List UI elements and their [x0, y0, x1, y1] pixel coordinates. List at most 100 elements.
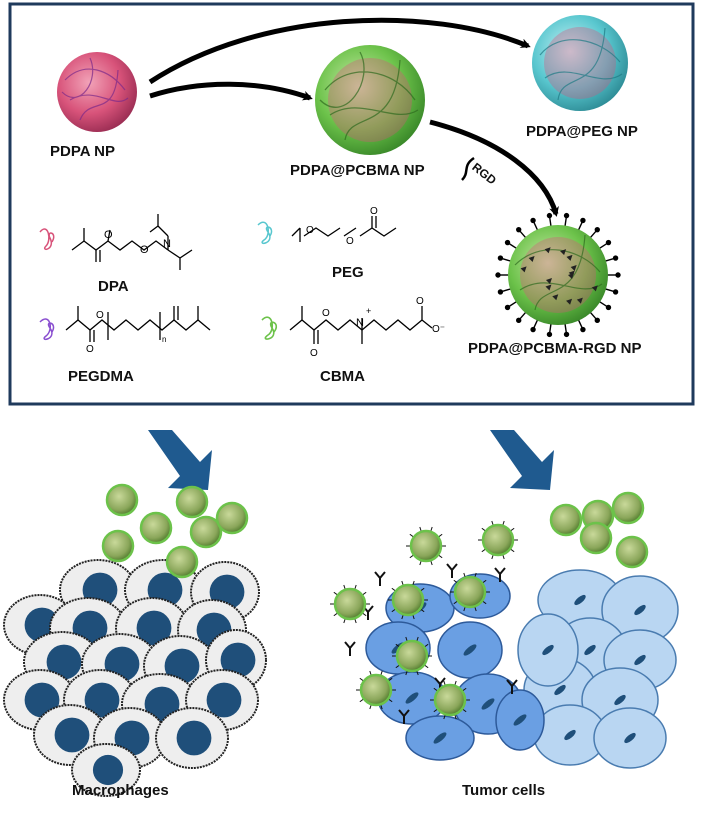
tumor-nucleus — [405, 692, 419, 704]
pdpa-nanoparticle — [57, 52, 137, 132]
nanoparticle-rgd-small — [391, 583, 425, 617]
tumor-nucleus — [614, 694, 626, 706]
cbma-structure — [289, 306, 433, 344]
nanoparticle-rgd-small — [453, 575, 487, 609]
rgd-ligand-tip — [546, 331, 553, 338]
dpa-structure — [71, 214, 193, 270]
label-pdpa-pcbma-np: PDPA@PCBMA NP — [290, 162, 425, 179]
rgd-ligand-inner — [568, 270, 575, 277]
rgd-ligand-inner — [570, 264, 577, 271]
svg-text:O: O — [322, 308, 330, 319]
rgd-ligand-inner — [528, 255, 535, 262]
nanoparticle-rgd-small — [433, 683, 467, 717]
rgd-ligand-tip — [530, 217, 536, 224]
receptor — [374, 571, 386, 586]
macrophage-nucleus — [176, 720, 212, 756]
rgd-ligand-tip — [563, 331, 570, 338]
label-pdpa-pcbma-rgd-np: PDPA@PCBMA-RGD NP — [468, 340, 642, 357]
rgd-ligand-inner — [560, 249, 567, 256]
nanoparticle-small — [579, 521, 613, 555]
rgd-ligand-tip — [497, 255, 504, 261]
svg-text:O: O — [416, 296, 424, 307]
svg-text:O: O — [86, 344, 94, 355]
rgd-ligand-tip — [580, 326, 586, 333]
nanoparticle-small — [165, 545, 199, 579]
macrophage-cluster — [3, 559, 267, 797]
rgd-ligand-tip — [516, 317, 522, 324]
arrow-pdpa-to-pcbma — [149, 81, 313, 101]
svg-text:O: O — [96, 310, 104, 321]
svg-text:n: n — [162, 335, 166, 344]
rgd-ligand-tip — [612, 289, 619, 295]
rgd-ligand-inner — [545, 284, 552, 291]
receptor — [344, 641, 356, 656]
arrow-pdpa-to-peg — [148, 17, 531, 85]
label-macrophages: Macrophages — [72, 782, 169, 799]
rgd-ligand-tip — [530, 326, 536, 333]
label-pdpa-peg-np: PDPA@PEG NP — [526, 123, 638, 140]
peg-coil-icon — [257, 221, 273, 245]
rgd-ligand-inner — [520, 266, 527, 273]
receptor — [446, 563, 458, 578]
rgd-ligand-tip — [563, 212, 570, 219]
tumor-nucleus — [542, 644, 554, 656]
tumor-nucleus — [574, 594, 586, 606]
tumor-nucleus — [554, 684, 566, 696]
svg-text:+: + — [366, 306, 371, 316]
macrophage-nucleus — [206, 682, 242, 718]
label-pdpa-np: PDPA NP — [50, 143, 116, 160]
rgd-ligand-tip — [612, 255, 619, 261]
svg-text:O: O — [104, 229, 113, 241]
tumor-nucleus — [463, 644, 477, 656]
tumor-nucleus — [634, 604, 646, 616]
rgd-ligand-inner — [591, 285, 598, 292]
receptor — [506, 679, 518, 694]
macrophage-nucleus — [54, 717, 90, 753]
svg-text:O: O — [346, 236, 354, 247]
label-peg: PEG — [332, 264, 364, 281]
nanoparticle-rgd-small — [409, 529, 443, 563]
nanoparticle-small — [215, 501, 249, 535]
label-pegdma: PEGDMA — [68, 368, 134, 385]
rgd-ligand-tip — [605, 239, 612, 246]
pdpa-pcbma-rgd-nanoparticle — [495, 212, 621, 338]
receptor — [398, 709, 410, 724]
nanoparticle-small — [615, 535, 649, 569]
tumor-nucleus — [481, 698, 495, 710]
nanoparticle-rgd-small — [333, 587, 367, 621]
nanoparticle-small — [101, 529, 135, 563]
tumor-nucleus — [634, 654, 646, 666]
nanoparticle-small — [189, 515, 223, 549]
nanoparticle-small — [139, 511, 173, 545]
rgd-ligand-inner — [566, 254, 573, 261]
pdpa-pcbma-nanoparticle — [315, 45, 425, 155]
macrophage-nucleus — [92, 754, 124, 786]
cbma-coil-icon — [261, 316, 278, 340]
rgd-ligand-tip — [546, 212, 553, 219]
nanoparticle-rgd-small — [395, 639, 429, 673]
macrophage-nucleus — [220, 642, 256, 678]
small-nanoparticles — [101, 483, 649, 720]
tumor-nucleus — [624, 732, 636, 744]
pegdma-structure — [65, 306, 211, 342]
rgd-ligand-tip — [504, 239, 511, 246]
macrophage-nucleus — [46, 644, 82, 680]
rgd-ligand-tip — [605, 304, 612, 311]
tumor-nucleus — [564, 729, 576, 741]
nanoparticle-small — [611, 491, 645, 525]
rgd-ligand-inner — [544, 247, 551, 254]
rgd-ligand-inner — [552, 294, 559, 301]
svg-text:O: O — [140, 244, 149, 256]
down-arrow-right — [490, 430, 554, 490]
rgd-ligand-tip — [594, 317, 600, 324]
tumor-nucleus — [584, 644, 596, 656]
rgd-ligand-tip — [504, 304, 511, 311]
rgd-ligand-inner — [566, 298, 573, 305]
svg-text:N: N — [356, 317, 364, 329]
rgd-ligand-inner — [576, 297, 583, 304]
receptor — [494, 567, 506, 582]
svg-text:O: O — [306, 225, 314, 236]
label-dpa: DPA — [98, 278, 129, 295]
